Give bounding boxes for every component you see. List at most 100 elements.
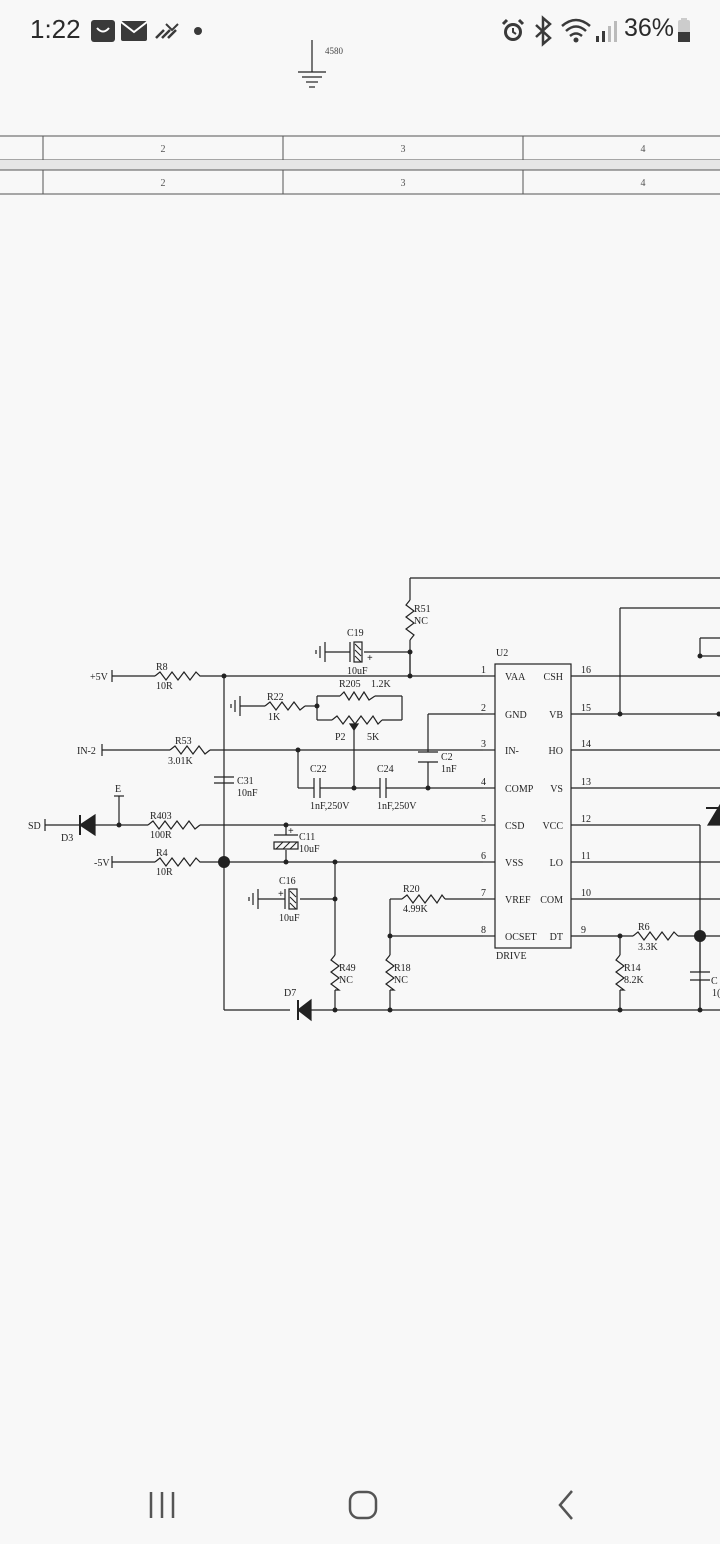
c19-plus-sign: + bbox=[367, 653, 373, 664]
svg-text:16: 16 bbox=[581, 665, 591, 676]
c19-value: 10uF bbox=[347, 666, 368, 677]
svg-text:VS: VS bbox=[550, 784, 563, 795]
r6-value: 3.3K bbox=[638, 942, 659, 953]
svg-text:2: 2 bbox=[481, 703, 486, 714]
back-button[interactable] bbox=[558, 1490, 573, 1520]
partial-cap-ref: C bbox=[711, 976, 718, 987]
svg-text:9: 9 bbox=[581, 925, 586, 936]
r51-ref: R51 bbox=[414, 604, 431, 615]
r4-value: 10R bbox=[156, 867, 173, 878]
r49-value: NC bbox=[339, 975, 353, 986]
c16-ref: C16 bbox=[279, 876, 296, 887]
c24-value: 1nF,250V bbox=[377, 801, 417, 812]
svg-text:GND: GND bbox=[505, 710, 527, 721]
svg-text:HO: HO bbox=[549, 746, 563, 757]
ground-symbols bbox=[230, 642, 326, 909]
dot-icon bbox=[194, 27, 202, 35]
svg-text:VAA: VAA bbox=[505, 672, 526, 683]
svg-text:10: 10 bbox=[581, 888, 591, 899]
svg-text:14: 14 bbox=[581, 739, 591, 750]
r403-value: 100R bbox=[150, 830, 172, 841]
net-label-plus5v: +5V bbox=[90, 672, 109, 683]
c19-ref: C19 bbox=[347, 628, 364, 639]
svg-text:7: 7 bbox=[481, 888, 486, 899]
ruler-bottom-label: 3 bbox=[401, 178, 406, 189]
svg-text:13: 13 bbox=[581, 777, 591, 788]
svg-text:CSD: CSD bbox=[505, 821, 524, 832]
home-button[interactable] bbox=[348, 1490, 378, 1520]
svg-text:5: 5 bbox=[481, 814, 486, 825]
d7-symbol bbox=[297, 998, 312, 1022]
u2-right-pin-names: CSH VB HO VS VCC LO COM DT bbox=[540, 672, 563, 943]
r18-symbol bbox=[385, 954, 396, 991]
r205-value: 1.2K bbox=[371, 679, 392, 690]
r22-value: 1K bbox=[268, 712, 281, 723]
svg-text:COM: COM bbox=[540, 895, 563, 906]
svg-text:8: 8 bbox=[481, 925, 486, 936]
battery-icon bbox=[678, 18, 690, 42]
ruler-top-label: 2 bbox=[161, 144, 166, 155]
alarm-icon bbox=[501, 18, 525, 41]
missed-call-icon bbox=[155, 23, 179, 39]
u2-ref: U2 bbox=[496, 648, 508, 659]
document-viewer[interactable]: 4580 2 3 4 2 3 4 bbox=[0, 40, 720, 1460]
svg-text:DT: DT bbox=[550, 932, 563, 943]
svg-text:OCSET: OCSET bbox=[505, 932, 537, 943]
svg-text:12: 12 bbox=[581, 814, 591, 825]
bluetooth-icon bbox=[535, 15, 552, 47]
c11-plus-sign: + bbox=[288, 826, 294, 837]
mail-icon bbox=[120, 21, 148, 41]
wifi-icon bbox=[561, 18, 591, 43]
ruler-top-label: 3 bbox=[401, 144, 406, 155]
c31-ref: C31 bbox=[237, 776, 254, 787]
c24-ref: C24 bbox=[377, 764, 394, 775]
net-label-in2: IN-2 bbox=[77, 746, 96, 757]
r403-symbol bbox=[147, 820, 201, 830]
svg-text:VSS: VSS bbox=[505, 858, 523, 869]
net-label-sd: SD bbox=[28, 821, 41, 832]
r20-symbol bbox=[401, 893, 446, 905]
status-icons bbox=[91, 15, 690, 47]
junctions bbox=[116, 649, 720, 1013]
r8-ref: R8 bbox=[156, 662, 168, 673]
svg-text:VREF: VREF bbox=[505, 895, 531, 906]
u2-body bbox=[494, 663, 572, 949]
net-label-e: E bbox=[115, 784, 121, 795]
d7-ref: D7 bbox=[284, 988, 296, 999]
c2-value: 1nF bbox=[441, 764, 457, 775]
frame-ruler-top bbox=[0, 135, 720, 161]
svg-text:4: 4 bbox=[481, 777, 486, 788]
ruler-bottom-label: 2 bbox=[161, 178, 166, 189]
p2-symbol bbox=[331, 714, 383, 725]
c11-ref: C11 bbox=[299, 832, 315, 843]
partial-cap-value: 1( bbox=[712, 988, 720, 999]
r20-ref: R20 bbox=[403, 884, 420, 895]
p2-wiper-arrow bbox=[348, 723, 360, 732]
c2-ref: C2 bbox=[441, 752, 453, 763]
r51-value: NC bbox=[414, 616, 428, 627]
c22-ref: C22 bbox=[310, 764, 327, 775]
c16-plus-sign: + bbox=[278, 889, 284, 900]
r22-ref: R22 bbox=[267, 692, 284, 703]
net-ports bbox=[44, 670, 113, 868]
c11-value: 10uF bbox=[299, 844, 320, 855]
r20-value: 4.99K bbox=[403, 904, 429, 915]
r49-symbol bbox=[330, 954, 341, 991]
wires bbox=[45, 577, 720, 1011]
r14-ref: R14 bbox=[624, 963, 641, 974]
r49-ref: R49 bbox=[339, 963, 356, 974]
svg-text:3: 3 bbox=[481, 739, 486, 750]
r14-value: 8.2K bbox=[624, 975, 645, 986]
recent-apps-button[interactable] bbox=[140, 1484, 184, 1528]
svg-text:VB: VB bbox=[549, 710, 563, 721]
svg-text:CSH: CSH bbox=[544, 672, 563, 683]
r4-symbol bbox=[154, 857, 205, 867]
u2-left-pin-names: VAA GND IN- COMP CSD VSS VREF OCSET bbox=[505, 672, 537, 943]
svg-text:11: 11 bbox=[581, 851, 591, 862]
r18-ref: R18 bbox=[394, 963, 411, 974]
svg-text:15: 15 bbox=[581, 703, 591, 714]
status-time: 1:22 bbox=[30, 14, 81, 44]
r205-symbol bbox=[339, 690, 376, 702]
ruler-top-label: 4 bbox=[641, 144, 646, 155]
svg-text:1: 1 bbox=[481, 665, 486, 676]
